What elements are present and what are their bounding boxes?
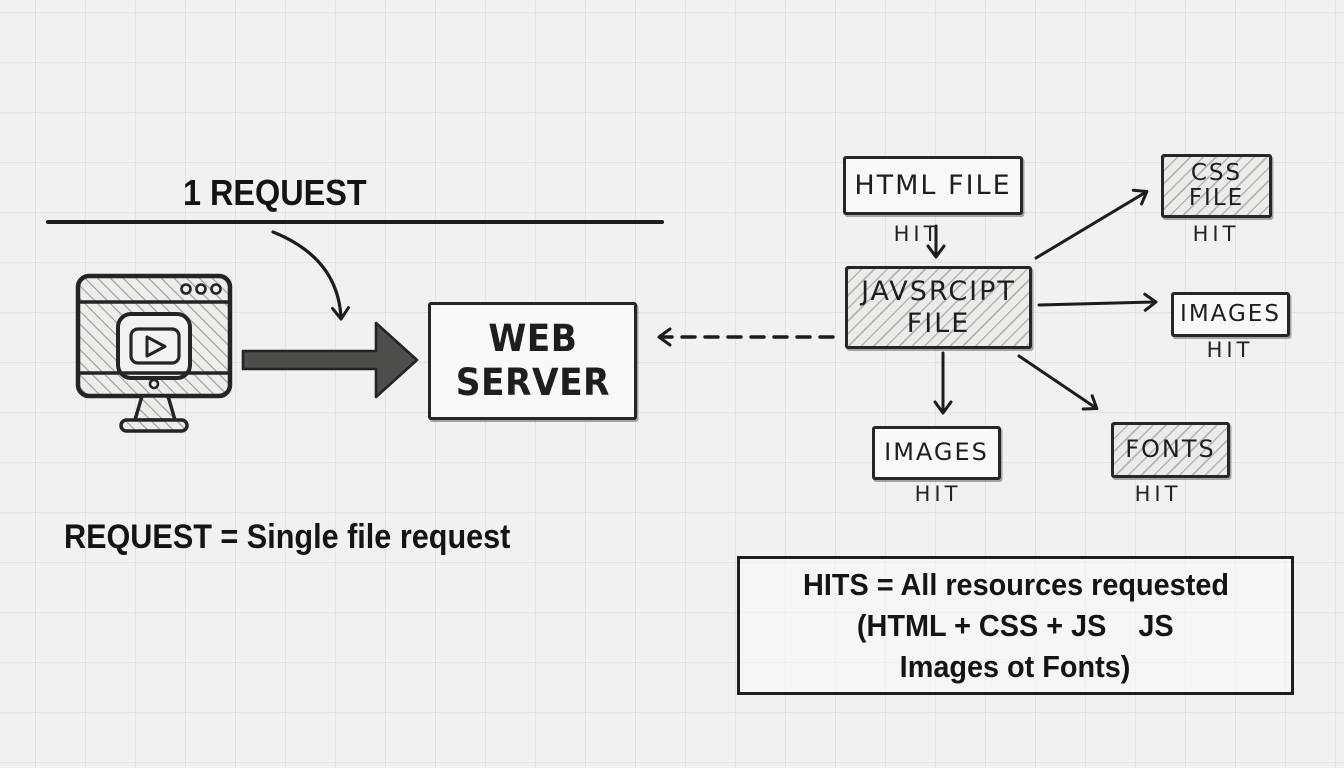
hit-label-images-right: HIT [1206, 338, 1254, 362]
hit-label-css: HIT [1192, 222, 1240, 246]
browser-dot-icon [180, 283, 192, 295]
hits-note-line: HITS = All resources requested [802, 567, 1229, 602]
arrow-js-to-fonts [1017, 354, 1099, 411]
request-underline [46, 220, 664, 224]
curved-request-arrow [271, 230, 350, 321]
monitor-base [119, 418, 189, 433]
browser-dot-icon [210, 283, 222, 295]
request-title: 1 REQUEST [183, 172, 367, 213]
web-server-box: WEB SERVER [428, 302, 637, 420]
video-player-monitor-icon [75, 273, 233, 433]
arrow-js-to-images-right [1037, 292, 1158, 312]
javascript-file-box: JAVSRCIPT FILE [845, 266, 1032, 349]
hits-note-line: Images ot Fonts) [900, 649, 1131, 684]
hit-label-images-bottom: HIT [914, 482, 962, 506]
hits-note-line: (HTML + CSS + JS JS [857, 608, 1174, 643]
images-box-right: IMAGES [1171, 292, 1290, 337]
request-caption: REQUEST = Single file request [64, 518, 511, 556]
arrow-js-to-css [1034, 188, 1149, 260]
css-file-box: CSS FILE [1161, 154, 1272, 218]
fonts-box: FONTS [1111, 422, 1230, 478]
hit-label-html: HIT [893, 222, 941, 246]
browser-dot-icon [195, 283, 207, 295]
html-file-box: HTML FILE [843, 156, 1023, 215]
images-box-bottom: IMAGES [872, 426, 1001, 480]
monitor-stand [132, 394, 178, 422]
hits-note-box: HITS = All resources requested (HTML + C… [737, 556, 1294, 695]
play-icon [145, 335, 167, 358]
hit-label-fonts: HIT [1134, 482, 1182, 506]
request-block-arrow [241, 321, 419, 399]
